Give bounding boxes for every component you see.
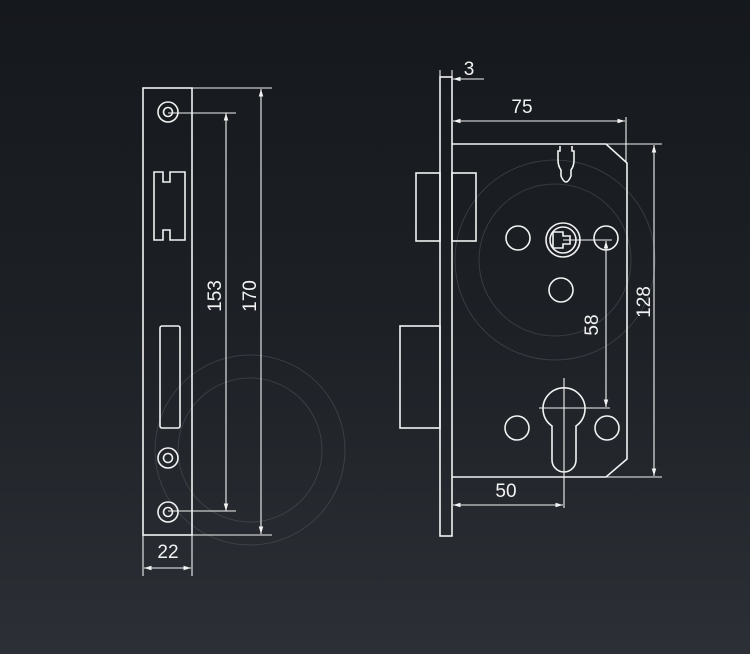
dim-22-label: 22	[157, 542, 178, 563]
dim-75-label: 75	[511, 97, 532, 118]
dim-170-label: 170	[240, 280, 261, 312]
screw-hole-top	[157, 101, 179, 123]
deadbolt	[399, 325, 441, 429]
deadbolt-opening	[159, 325, 181, 429]
lock-case-outline	[452, 143, 628, 478]
latch-bolt	[415, 172, 441, 242]
mount-hole	[505, 225, 531, 251]
screw-hole-bottom	[157, 501, 179, 523]
dim-153-label: 153	[205, 280, 226, 312]
dim-128-label: 128	[634, 286, 655, 318]
watermark-stamp	[154, 159, 656, 546]
faceplate-outline	[142, 87, 193, 536]
side-faceplate	[439, 76, 453, 537]
dim-50-label: 50	[495, 481, 516, 502]
faceplate-view: 153 170 22	[142, 87, 272, 576]
mount-hole	[548, 277, 574, 303]
mount-hole	[594, 415, 620, 441]
euro-cylinder-hole	[542, 386, 586, 473]
mount-hole	[504, 415, 530, 441]
lock-body-view: 3 75 128 58 50	[399, 59, 662, 537]
dim-58-label: 58	[582, 314, 603, 335]
top-keyhole	[557, 146, 575, 183]
latch-bolt-inner	[451, 172, 477, 242]
latch-opening	[153, 171, 186, 241]
screw-hole-middle	[157, 447, 179, 469]
dim-3-label: 3	[464, 59, 475, 80]
